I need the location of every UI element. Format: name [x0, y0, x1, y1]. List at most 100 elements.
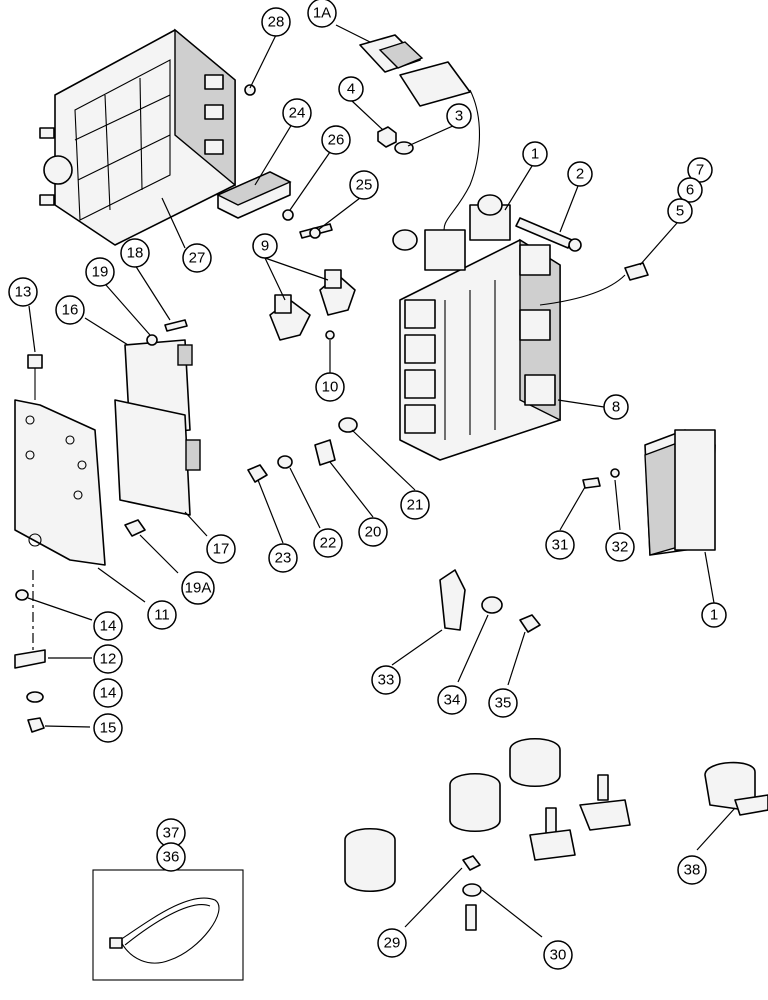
circuit-boards-part-16-17 [114, 319, 201, 516]
callout-14-upper-label: 14 [100, 618, 117, 635]
small-hardware-upper [216, 84, 414, 239]
callout-3-label: 3 [455, 108, 463, 125]
callout-30-label: 30 [550, 947, 567, 964]
callout-27-label: 27 [189, 250, 206, 267]
callout-10: 10 [315, 372, 345, 402]
callout-37-label: 37 [163, 825, 180, 842]
harness-kit-part-36-37 [92, 869, 244, 981]
callout-25: 25 [349, 170, 379, 200]
callout-1a-label: 1A [313, 5, 331, 22]
callout-17-label: 17 [213, 541, 230, 558]
callout-29: 29 [377, 928, 407, 958]
callout-8-label: 8 [612, 399, 620, 416]
callout-34: 34 [437, 685, 467, 715]
bolt-and-fuse [515, 217, 649, 281]
callout-3: 3 [446, 103, 472, 129]
callout-19: 19 [85, 257, 115, 287]
small-hardware-lower-left [14, 589, 46, 733]
callout-28: 28 [261, 7, 291, 37]
boot-part-38 [704, 761, 768, 816]
callout-24: 24 [282, 98, 312, 128]
callout-19a-label: 19A [185, 580, 212, 597]
callout-23-label: 23 [275, 550, 292, 567]
callout-1-lower-label: 1 [710, 607, 718, 624]
callout-2-label: 2 [576, 166, 584, 183]
callout-15-label: 15 [100, 720, 117, 737]
callout-26: 26 [321, 125, 351, 155]
callout-22: 22 [313, 528, 343, 558]
callout-7: 7 [687, 157, 713, 183]
switches-and-caps [344, 738, 631, 931]
fuse-relay-box-part-8 [392, 194, 626, 461]
callout-35-label: 35 [495, 695, 512, 712]
callout-19-label: 19 [92, 264, 109, 281]
callout-13: 13 [8, 277, 38, 307]
callout-22-label: 22 [320, 535, 337, 552]
callout-7-label: 7 [696, 162, 704, 179]
mounting-bracket-part-11 [14, 354, 146, 650]
callout-20-label: 20 [365, 524, 382, 541]
callout-26-label: 26 [328, 132, 345, 149]
callout-8: 8 [603, 394, 629, 420]
callout-21-label: 21 [407, 497, 424, 514]
hardware-33-35 [439, 569, 541, 633]
callout-4: 4 [338, 76, 364, 102]
callout-29-label: 29 [384, 935, 401, 952]
callout-17: 17 [206, 534, 236, 564]
callout-25-label: 25 [356, 177, 373, 194]
callout-13-label: 13 [15, 284, 32, 301]
callout-33: 33 [371, 665, 401, 695]
callout-31: 31 [545, 530, 575, 560]
callout-6-label: 6 [686, 182, 694, 199]
callout-1a: 1A [307, 0, 337, 28]
connector-part-1a [359, 34, 481, 236]
callout-14-lower-label: 14 [100, 685, 117, 702]
callout-12: 12 [93, 644, 123, 674]
relay-mounts-part-9 [269, 269, 356, 341]
callout-9: 9 [252, 233, 278, 259]
callout-24-label: 24 [289, 105, 306, 122]
hardware-20-23 [247, 417, 358, 483]
callout-35: 35 [488, 688, 518, 718]
callout-1-lower: 1 [701, 602, 727, 628]
callout-18: 18 [120, 238, 150, 268]
callout-32-label: 32 [612, 539, 629, 556]
callout-18-label: 18 [127, 245, 144, 262]
callout-2: 2 [567, 161, 593, 187]
callout-30: 30 [543, 940, 573, 970]
callout-5: 5 [667, 198, 693, 224]
callout-33-label: 33 [378, 672, 395, 689]
callout-9-label: 9 [261, 238, 269, 255]
callout-27: 27 [182, 243, 212, 273]
callout-4-label: 4 [347, 81, 355, 98]
callout-6: 6 [677, 177, 703, 203]
callout-28-label: 28 [268, 14, 285, 31]
callout-11: 11 [147, 600, 177, 630]
callout-34-label: 34 [444, 692, 461, 709]
callout-38: 38 [677, 855, 707, 885]
leader-lines [27, 24, 736, 938]
callout-36-label: 36 [163, 849, 180, 866]
callout-16: 16 [55, 295, 85, 325]
callout-10-label: 10 [322, 379, 339, 396]
callout-23: 23 [268, 543, 298, 573]
callout-1-top: 1 [522, 141, 548, 167]
callout-1-top-label: 1 [531, 146, 539, 163]
callout-38-label: 38 [684, 862, 701, 879]
callout-14-upper: 14 [93, 611, 123, 641]
connector-part-1-lower [582, 429, 716, 556]
control-module-part-27 [39, 28, 236, 246]
callout-20: 20 [358, 517, 388, 547]
callout-14-lower: 14 [93, 678, 123, 708]
callout-12-label: 12 [100, 651, 117, 668]
callout-21: 21 [400, 490, 430, 520]
callout-11-label: 11 [154, 607, 170, 624]
callout-5-label: 5 [676, 203, 684, 220]
callout-19a: 19A [181, 571, 215, 605]
callout-31-label: 31 [552, 537, 569, 554]
callout-15: 15 [93, 713, 123, 743]
callout-32: 32 [605, 532, 635, 562]
callout-36: 36 [156, 842, 186, 872]
callout-16-label: 16 [62, 302, 79, 319]
